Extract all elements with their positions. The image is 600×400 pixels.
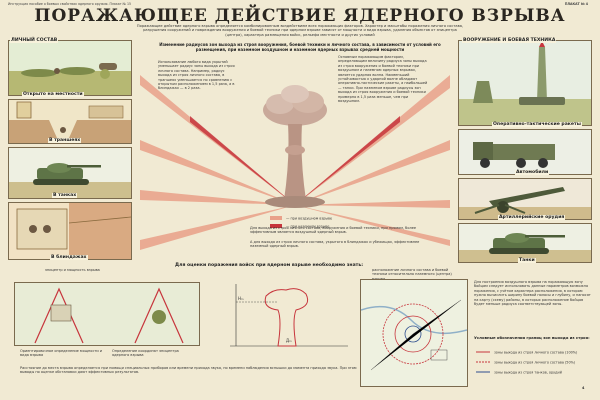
- panel-dugouts: [8, 202, 132, 260]
- tank-right-icon: [459, 224, 591, 262]
- label-tanks: В танках: [52, 193, 78, 198]
- bottom-left-text-1: Ориентировочное определение мощности и в…: [20, 349, 103, 358]
- panel-open-terrain: [8, 40, 132, 96]
- label-open-terrain: Открыто на местности: [22, 92, 84, 97]
- chart-label-h: Нₘ: [238, 296, 244, 301]
- bottom-heading: Для оценки поражения войск при ядерном в…: [175, 263, 364, 268]
- header-left-note: Инструкция пособие о боевых свойствах яд…: [8, 2, 132, 6]
- soldier-icon: [9, 41, 131, 95]
- radius-diagram: — при воздушном взрыве — при наземном вз…: [140, 75, 450, 250]
- label-missiles: Оперативно-тактические ракеты: [492, 122, 582, 127]
- bottom-left-text-2: Определение координат эпицентра ядерного…: [112, 349, 179, 358]
- page-title: ПОРАЖАЮЩЕЕ ДЕЙСТВИЕ ЯДЕРНОГО ВЗРЫВА: [34, 6, 566, 26]
- cloud-height-chart: Нₘ Дₘ: [230, 284, 348, 347]
- panel-tanks: [8, 147, 132, 199]
- cannon-icon: [459, 179, 591, 219]
- label-tanks-right: Танки: [518, 258, 536, 263]
- label-dugouts: В блиндажах: [50, 255, 88, 260]
- panel-map: [360, 279, 468, 387]
- legend-item-3: зоны выхода из строя танков, орудий: [494, 371, 562, 375]
- truck-icon: [459, 130, 591, 174]
- center-left-text: Использование любого вида укрытий уменьш…: [158, 60, 235, 91]
- center-heading: Изменение радиусов зон выхода из строя в…: [159, 42, 441, 52]
- left-heading: ЛИЧНЫЙ СОСТАВ: [10, 38, 59, 43]
- chart-label-d: Дₘ: [286, 338, 292, 343]
- header-right-note: ПЛАКАТ № 4: [564, 2, 588, 6]
- label-artillery: Артиллерийские орудия: [498, 215, 566, 220]
- panel-artillery: [458, 178, 592, 220]
- map-icon: [360, 280, 468, 386]
- panel-observation: [14, 282, 200, 346]
- bottom-middle-caption: расположение личного состава и боевой те…: [372, 268, 452, 281]
- bottom-left-caption: эпицентр и мощность взрыва: [45, 268, 100, 272]
- tank-icon: [9, 148, 131, 198]
- panel-tanks-right: [458, 223, 592, 263]
- legend-ground: — при наземном взрыве: [286, 225, 330, 229]
- right-heading: ВООРУЖЕНИЕ И БОЕВАЯ ТЕХНИКА: [462, 38, 557, 43]
- mushroom-cloud-icon: [263, 85, 327, 208]
- legend-air: — при воздушном взрыве: [286, 217, 332, 221]
- center-lower-text-2: А для выхода из строя личного состава, у…: [250, 240, 420, 249]
- map-legend: зоны выхода из строя личного состава (10…: [476, 351, 578, 375]
- center-lower-text: Для выхода из строя личного состава, воо…: [250, 226, 417, 235]
- legend-item-2: зоны выхода из строя личного состава (50…: [494, 361, 576, 365]
- intro-text: Поражающее действие ядерного взрыва опре…: [136, 24, 464, 37]
- center-right-text: Основным поражающим фактором, определяющ…: [338, 55, 428, 104]
- missile-icon: [459, 41, 591, 125]
- bottom-text: Расстояние до места взрыва определяется …: [20, 366, 357, 375]
- legend-item-1: зоны выхода из строя личного состава (10…: [494, 351, 578, 355]
- panel-missiles: [458, 40, 592, 126]
- label-trenches: В траншеях: [48, 138, 82, 143]
- legend-heading: Условные обозначения границ зон выхода и…: [474, 335, 590, 340]
- page-number: 4: [582, 386, 585, 390]
- panel-vehicles: [458, 129, 592, 175]
- label-vehicles: Автомобили: [515, 170, 550, 175]
- panel-trenches: [8, 99, 132, 144]
- bottom-right-text: Для построения воздушного взрыва на пора…: [474, 280, 591, 307]
